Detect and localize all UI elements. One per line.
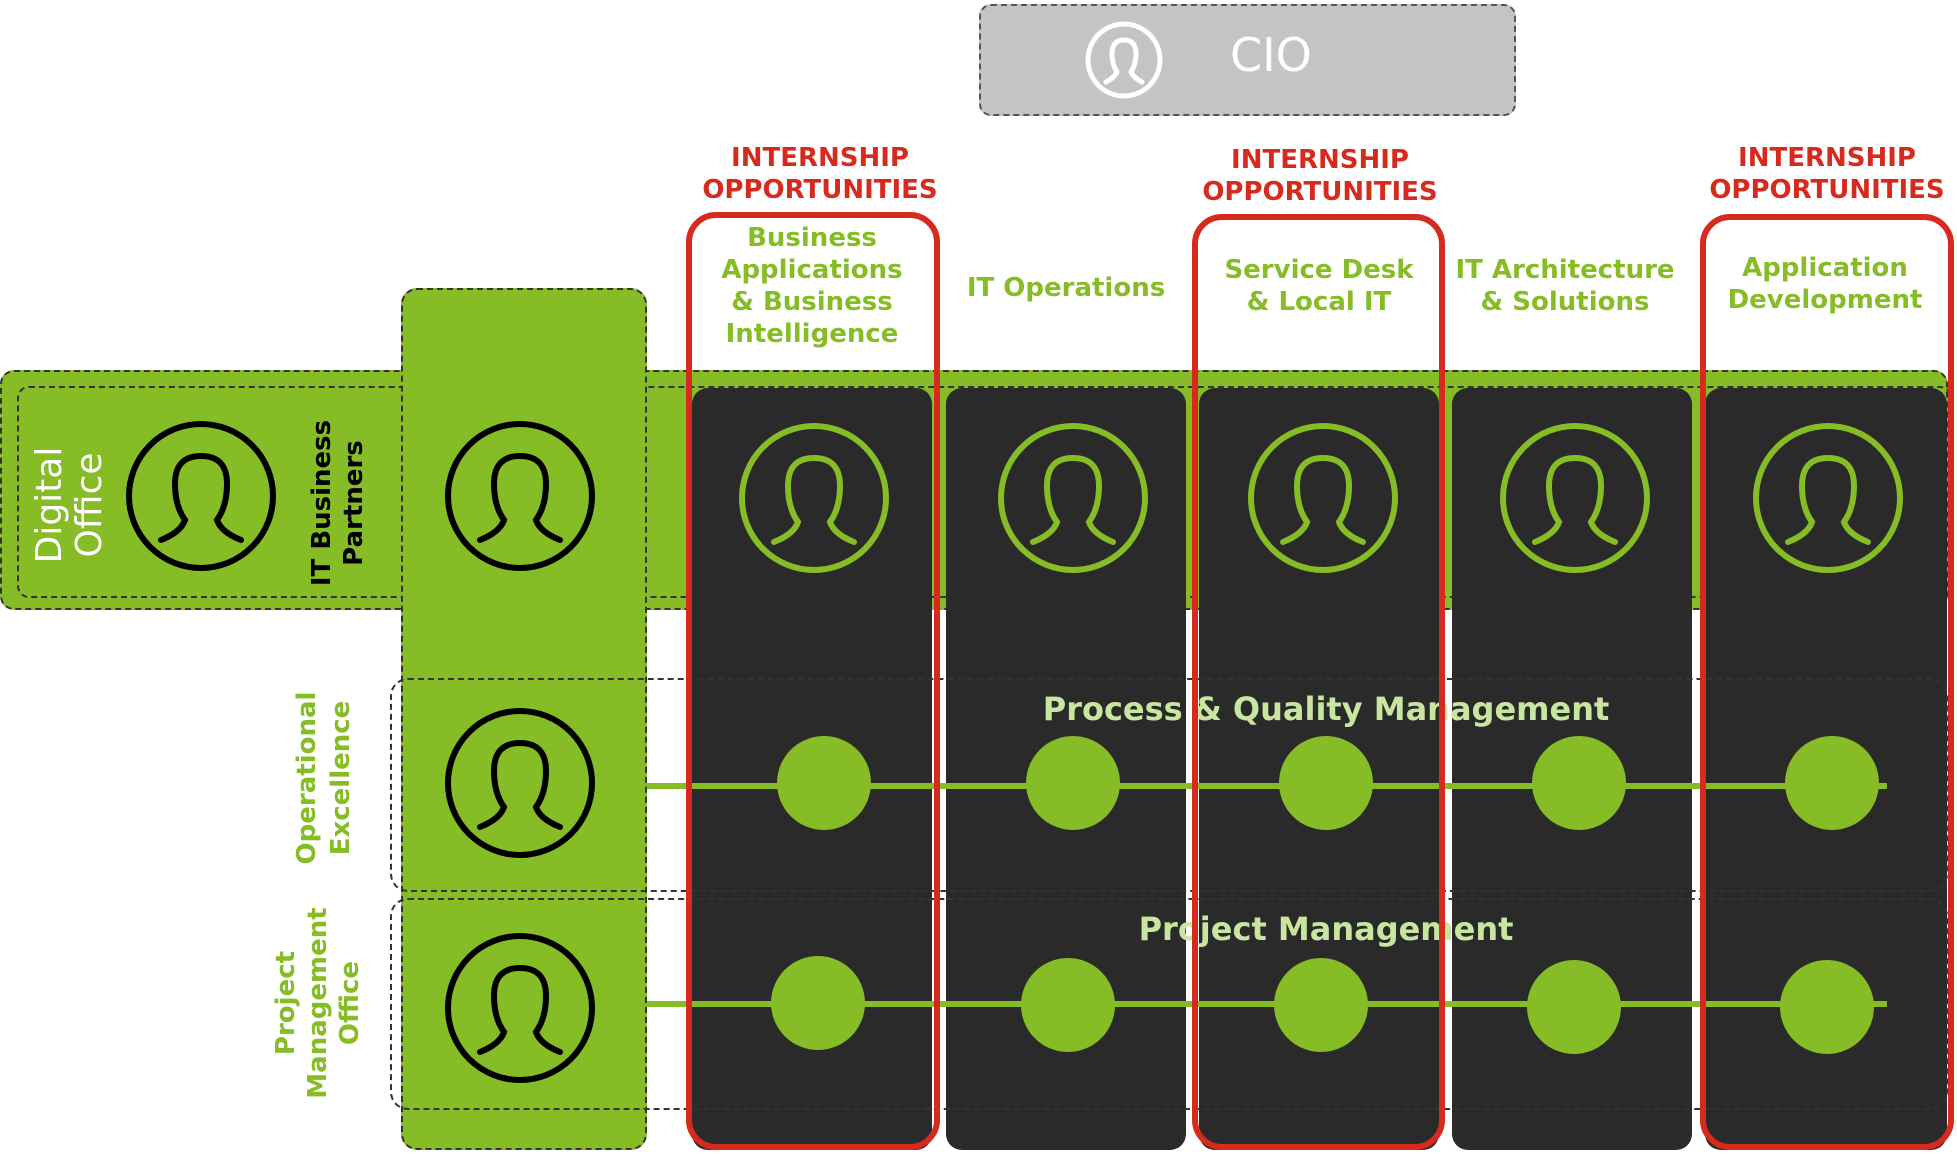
process-quality-band (390, 678, 1948, 892)
process-node-2 (1026, 736, 1120, 830)
process-quality-line (647, 783, 1887, 789)
project-node-2 (1021, 958, 1115, 1052)
person-icon (1248, 423, 1398, 573)
cio-box (979, 4, 1516, 116)
project-management-line (647, 1001, 1887, 1007)
process-quality-title: Process & Quality Management (1042, 690, 1610, 728)
project-node-4 (1527, 960, 1621, 1054)
process-node-1 (777, 736, 871, 830)
digital-office-person-icon (126, 421, 276, 571)
column-header-4: IT Architecture & Solutions (1455, 255, 1675, 317)
internship-box-1 (686, 212, 940, 1150)
project-management-office-label: Project Management Office (271, 907, 365, 1099)
project-management-office-person-icon (445, 933, 595, 1083)
project-management-band (390, 898, 1948, 1110)
column-header-5: Application Development (1727, 253, 1923, 315)
person-icon (998, 423, 1148, 573)
cio-label: CIO (1230, 28, 1312, 82)
person-icon (1500, 423, 1650, 573)
internship-label-2: INTERNSHIP OPPORTUNITIES (1202, 145, 1438, 207)
column-header-1: Business Applications & Business Intelli… (721, 223, 903, 349)
digital-office-label: Digital Office (29, 446, 110, 564)
it-business-partners-label: IT Business Partners (307, 419, 369, 587)
project-node-5 (1780, 960, 1874, 1054)
process-node-3 (1279, 736, 1373, 830)
it-business-partners-person-icon (445, 421, 595, 571)
project-node-3 (1274, 958, 1368, 1052)
person-icon (1753, 423, 1903, 573)
internship-label-1: INTERNSHIP OPPORTUNITIES (702, 143, 938, 205)
project-node-1 (771, 956, 865, 1050)
internship-box-3 (1700, 214, 1954, 1150)
internship-box-2 (1192, 214, 1445, 1150)
operational-excellence-person-icon (445, 708, 595, 858)
column-header-3: Service Desk & Local IT (1224, 255, 1414, 317)
project-management-title: Project Management (1138, 910, 1514, 948)
process-node-4 (1532, 736, 1626, 830)
column-header-2: IT Operations (966, 273, 1166, 303)
operational-excellence-label: Operational Excellence (292, 691, 356, 865)
internship-label-3: INTERNSHIP OPPORTUNITIES (1709, 143, 1945, 205)
cio-person-icon (1085, 21, 1163, 99)
process-node-5 (1785, 736, 1879, 830)
person-icon (739, 423, 889, 573)
left-support-column (401, 288, 647, 1150)
